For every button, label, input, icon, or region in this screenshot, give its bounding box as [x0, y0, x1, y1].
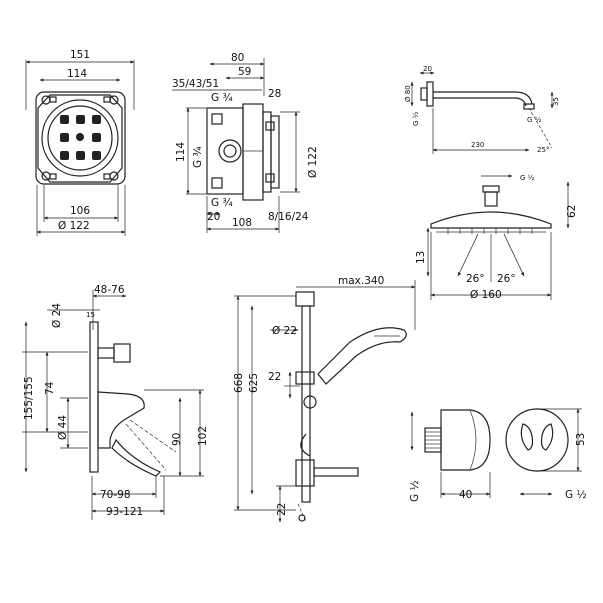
bath-mixer-view: 48-76 Ø 24 15 155/155 74 Ø 44 90 102 — [22, 284, 209, 520]
dim-74: 74 — [44, 381, 56, 395]
dim-d24: Ø 24 — [51, 303, 63, 328]
label-arm-g12b: G ½ — [527, 116, 542, 124]
label-arm-g12a: G ½ — [412, 111, 420, 126]
dim-70-98: 70-98 — [100, 489, 131, 501]
dim-114: 114 — [67, 68, 87, 80]
dim-head-13: 13 — [415, 251, 427, 264]
shower-arm-view: 20 Ø 80 G ½ G ½ 35 230 25° — [404, 65, 560, 154]
dim-108: 108 — [232, 217, 252, 229]
dim-d44: Ø 44 — [57, 415, 69, 440]
dim-28: 28 — [268, 88, 281, 100]
dim-90: 90 — [171, 433, 183, 446]
dim-59: 59 — [238, 66, 251, 78]
dim-8-16-24: 8/16/24 — [268, 211, 309, 223]
dim-106: 106 — [70, 205, 90, 217]
label-outlet-g12v: G ½ — [409, 480, 421, 502]
label-outlet-g12h: G ½ — [565, 489, 587, 501]
label-g34-top: G ¾ — [211, 92, 233, 104]
dim-48-76: 48-76 — [94, 284, 125, 296]
dim-625: 625 — [248, 373, 260, 393]
dim-93-121: 93-121 — [106, 506, 143, 518]
dim-155-155: 155/155 — [23, 376, 35, 420]
label-g34-mid: G ¾ — [192, 146, 204, 168]
dim-20: 20 — [207, 211, 220, 223]
install-box-front-view: 151 114 106 Ø 122 — [25, 49, 135, 236]
dim-head-62: 62 — [566, 205, 578, 218]
dim-arm-35: 35 — [552, 97, 560, 106]
dim-668: 668 — [233, 373, 245, 393]
dim-d122: Ø 122 — [58, 220, 90, 232]
wall-outlet-view: G ½ 40 53 G ½ — [409, 408, 587, 502]
dim-max340: max.340 — [338, 275, 384, 287]
shower-rail-view: max.340 668 625 Ø 22 22 22 — [233, 275, 416, 523]
shower-head-view: G ½ 62 13 26° 26° Ø 160 — [415, 174, 578, 301]
angle-head-26l: 26° — [466, 273, 485, 285]
dim-outlet-40: 40 — [459, 489, 472, 501]
dim-arm-20: 20 — [423, 65, 432, 73]
dim-rail-22a: 22 — [268, 371, 281, 383]
dim-rail-d22: Ø 22 — [272, 325, 297, 337]
dim-151: 151 — [70, 49, 90, 61]
dim-114v: 114 — [175, 142, 187, 162]
dim-head-d160: Ø 160 — [470, 289, 502, 301]
dim-d122v: Ø 122 — [307, 146, 319, 178]
dim-rail-22b: 22 — [276, 503, 288, 516]
angle-arm-25: 25° — [537, 146, 549, 154]
dim-arm-230: 230 — [471, 141, 484, 149]
label-g34-bottom: G ¾ — [211, 197, 233, 209]
dim-35-43-51: 35/43/51 — [172, 78, 219, 90]
dim-outlet-53: 53 — [575, 433, 587, 446]
dim-102: 102 — [197, 426, 209, 446]
dim-15: 15 — [86, 311, 95, 319]
install-box-side-view: 80 59 35/43/51 G ¾ 28 114 G ¾ Ø 122 G ¾ — [172, 52, 319, 233]
dim-80: 80 — [231, 52, 244, 64]
angle-head-26r: 26° — [497, 273, 516, 285]
label-head-g12: G ½ — [520, 174, 535, 182]
dim-arm-d80: Ø 80 — [404, 85, 412, 102]
